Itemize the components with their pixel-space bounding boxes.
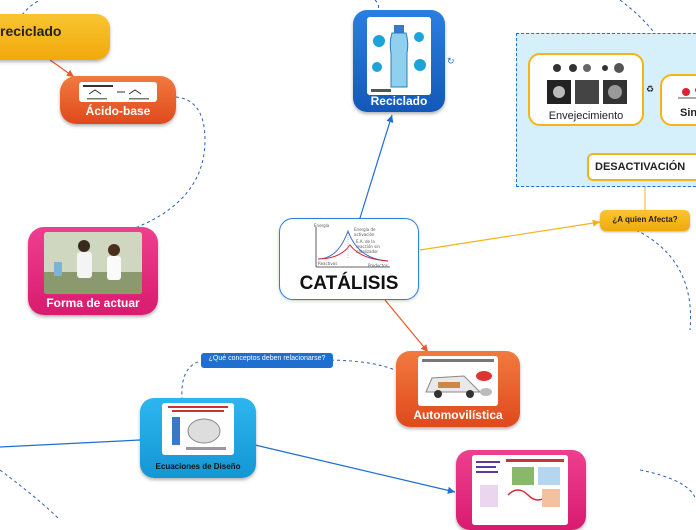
quien-afecta-label: ¿A quien Afecta? <box>612 215 678 224</box>
energy-graph-image: Energía Energía de activación E.A. de la… <box>310 223 392 271</box>
sin-image <box>674 80 696 104</box>
dashed-link <box>181 359 211 399</box>
link-ecuaciones-bottom <box>254 444 456 494</box>
graph-label-energia: Energía <box>314 223 330 228</box>
graph-label-productos: Productos <box>368 263 388 268</box>
acido-base-node[interactable]: Ácido-base <box>60 76 176 124</box>
refresh-icon[interactable]: ↻ <box>447 56 455 66</box>
desactivacion-node[interactable]: DESACTIVACIÓN <box>587 153 696 181</box>
reciclado-label: Reciclado <box>370 94 428 108</box>
reactor-diagram-image <box>162 403 234 455</box>
bottle-image <box>367 17 431 95</box>
dashed-link <box>0 469 61 520</box>
graph-label-reactivos: Reactivos <box>318 261 338 266</box>
bottom-pink-image <box>472 455 568 525</box>
automovilistica-label: Automovilística <box>413 408 503 422</box>
envejecimiento-label: Envejecimiento <box>548 110 624 122</box>
desactivacion-label: DESACTIVACIÓN <box>595 161 686 173</box>
reciclado-top-node[interactable]: reciclado <box>0 14 110 60</box>
lab-photo-image <box>44 232 142 294</box>
automovilistica-node[interactable]: Automovilística <box>396 351 520 427</box>
dashed-link <box>134 96 206 229</box>
recycle-icon[interactable]: ♻ <box>646 84 655 94</box>
dashed-link <box>635 229 692 331</box>
reciclado-top-label: reciclado <box>0 23 62 39</box>
catalisis-node[interactable]: Energía Energía de activación E.A. de la… <box>279 218 419 300</box>
graph-label-sin-catalizador: E.A. de la reacción sin catalizador <box>356 239 380 254</box>
dashed-link <box>639 469 696 501</box>
bottom-pink-node[interactable] <box>456 450 586 530</box>
acido-base-label: Ácido-base <box>85 104 151 118</box>
dashed-link <box>374 0 380 11</box>
link-catalisis-auto <box>384 299 429 353</box>
quien-afecta-node[interactable]: ¿A quien Afecta? <box>600 210 690 231</box>
sin-node[interactable]: Sin <box>660 74 696 126</box>
acido-base-image <box>79 82 157 102</box>
sin-label: Sin <box>680 107 696 119</box>
reciclado-node[interactable]: Reciclado <box>353 10 445 112</box>
link-reciclado-acido <box>49 59 75 78</box>
graph-label-ea: Energía de activación <box>354 227 376 237</box>
forma-actuar-node[interactable]: Forma de actuar <box>28 227 158 315</box>
conceptos-label: ¿Qué conceptos deben relacionarse? <box>208 355 326 362</box>
envejecimiento-image <box>545 60 629 107</box>
link-catalisis-afecta <box>419 219 601 251</box>
ecuaciones-label: Ecuaciones de Diseño <box>155 462 241 471</box>
ecuaciones-node[interactable]: Ecuaciones de Diseño <box>140 398 256 478</box>
link-ecuaciones-left <box>0 439 141 448</box>
car-image <box>418 356 498 406</box>
dashed-link <box>324 359 396 371</box>
catalisis-label: CATÁLISIS <box>299 273 399 294</box>
conceptos-node[interactable]: ¿Qué conceptos deben relacionarse? <box>201 353 333 368</box>
dashed-link <box>21 0 41 16</box>
envejecimiento-node[interactable]: Envejecimiento <box>528 53 644 126</box>
link-catalisis-reciclado <box>359 114 394 219</box>
forma-actuar-label: Forma de actuar <box>46 296 140 310</box>
